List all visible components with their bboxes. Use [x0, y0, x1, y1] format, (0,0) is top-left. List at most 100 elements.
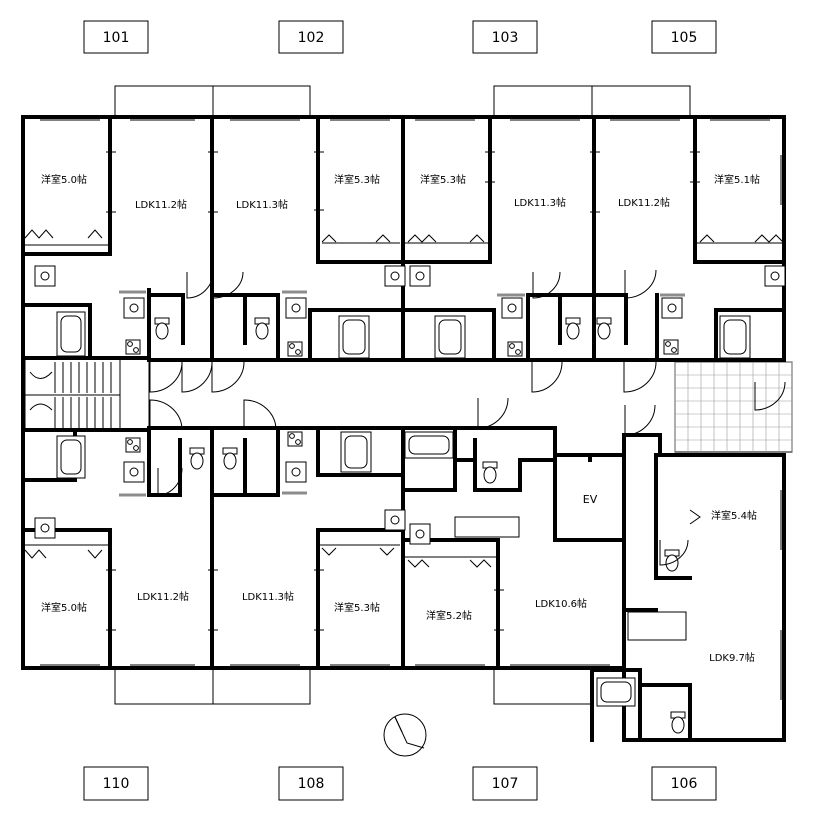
- door-swing-icon: [532, 271, 561, 299]
- room-label: 洋室5.4帖: [711, 509, 757, 522]
- door-swing-icon: [212, 271, 244, 299]
- unit-label-106: 106: [651, 766, 717, 801]
- unit-number: 102: [298, 30, 325, 46]
- room-label: LDK10.6帖: [535, 597, 587, 610]
- sink-icon: [285, 297, 307, 319]
- unit-label-101: 101: [83, 20, 149, 54]
- room-label: 洋室5.3帖: [334, 173, 380, 186]
- bathtub-icon: [596, 677, 636, 707]
- room-label: LDK11.2帖: [135, 198, 187, 211]
- stove-icon: [125, 339, 141, 355]
- room-label: 洋室5.1帖: [714, 173, 760, 186]
- toilet-icon: [596, 317, 612, 340]
- door-swing-icon: [186, 271, 214, 299]
- toilets: [154, 317, 686, 734]
- room-label: LDK11.2帖: [137, 590, 189, 603]
- room-label: 洋室5.3帖: [334, 601, 380, 614]
- door-swing-icon: [149, 399, 183, 431]
- entrance-hall-tiles: [674, 361, 793, 453]
- sink-icon: [34, 517, 56, 539]
- unit-number: 108: [298, 776, 325, 792]
- unit-label-103: 103: [472, 20, 538, 54]
- elevator-label: EV: [583, 493, 598, 506]
- room-label: LDK9.7帖: [709, 651, 755, 664]
- toilet-icon: [670, 711, 686, 734]
- balconies: [114, 85, 691, 705]
- unit-number: 105: [671, 30, 698, 46]
- bathtubs: [56, 311, 751, 707]
- door-swing-icon: [624, 269, 657, 299]
- unit-number: 110: [103, 776, 130, 792]
- unit-label-102: 102: [278, 20, 344, 54]
- window-lines: [40, 116, 785, 700]
- door-swings: [149, 269, 786, 566]
- room-label: 洋室5.2帖: [426, 609, 472, 622]
- stove-icon: [287, 431, 303, 447]
- unit-number: 107: [492, 776, 519, 792]
- closet-doors: [24, 229, 784, 568]
- unit-number-boxes: 101 102 103 105 110 108 107 106: [83, 20, 717, 801]
- unit-number: 106: [671, 776, 698, 792]
- door-swing-icon: [149, 361, 183, 393]
- unit-label-108: 108: [278, 766, 344, 801]
- sink-icon: [409, 523, 431, 545]
- door-swing-icon: [181, 361, 213, 393]
- grey-panels: [119, 290, 685, 497]
- room-label: LDK11.2帖: [618, 196, 670, 209]
- unit-label-110: 110: [83, 766, 149, 801]
- door-swing-icon: [211, 361, 245, 393]
- stove-icon: [663, 339, 679, 355]
- door-swing-icon: [243, 399, 277, 431]
- toilet-icon: [482, 461, 498, 484]
- door-swing-icon: [531, 361, 563, 393]
- walls: [21, 115, 786, 742]
- wall-ticks: [106, 147, 700, 635]
- room-label: 洋室5.0帖: [41, 173, 87, 186]
- stairs-icon: [24, 357, 150, 431]
- stove-icon: [507, 341, 523, 357]
- bathtub-icon: [56, 435, 86, 479]
- sink-icon: [409, 265, 431, 287]
- room-labels: 洋室5.0帖 LDK11.2帖 LDK11.3帖 洋室5.3帖 洋室5.3帖 L…: [41, 173, 760, 664]
- sink-icon: [34, 265, 56, 287]
- stove-icon: [125, 437, 141, 453]
- bathtub-icon: [404, 431, 454, 459]
- toilet-icon: [254, 317, 270, 340]
- toilet-icon: [154, 317, 170, 340]
- unit-label-107: 107: [472, 766, 538, 801]
- sinks: [34, 265, 786, 545]
- sink-icon: [384, 509, 406, 531]
- sink-icon: [123, 297, 145, 319]
- sink-icon: [764, 265, 786, 287]
- room-label: LDK11.3帖: [236, 198, 288, 211]
- room-label: LDK11.3帖: [242, 590, 294, 603]
- kitchen-counter: [454, 516, 520, 538]
- bathtub-icon: [434, 315, 466, 359]
- door-swing-icon: [477, 397, 509, 429]
- sink-icon: [123, 461, 145, 483]
- bathtub-icon: [338, 315, 370, 359]
- sink-icon: [501, 297, 523, 319]
- north-arrow-icon: [383, 713, 427, 757]
- sink-icon: [661, 297, 683, 319]
- bathtub-icon: [56, 311, 86, 357]
- bathtub-icon: [719, 315, 751, 359]
- toilet-icon: [222, 447, 238, 470]
- door-swing-icon: [623, 361, 657, 393]
- door-swing-icon: [157, 467, 183, 496]
- toilet-icon: [189, 447, 205, 470]
- room-label: 洋室5.3帖: [420, 173, 466, 186]
- kitchen-counter: [627, 611, 687, 641]
- sink-icon: [384, 265, 406, 287]
- room-label: 洋室5.0帖: [41, 601, 87, 614]
- unit-number: 103: [492, 30, 519, 46]
- door-swing-icon: [659, 539, 689, 566]
- unit-number: 101: [103, 30, 130, 46]
- toilet-icon: [565, 317, 581, 340]
- unit-label-105: 105: [651, 20, 717, 54]
- bathtub-icon: [340, 431, 372, 473]
- sink-icon: [285, 461, 307, 483]
- door-swing-icon: [754, 381, 786, 411]
- room-label: LDK11.3帖: [514, 196, 566, 209]
